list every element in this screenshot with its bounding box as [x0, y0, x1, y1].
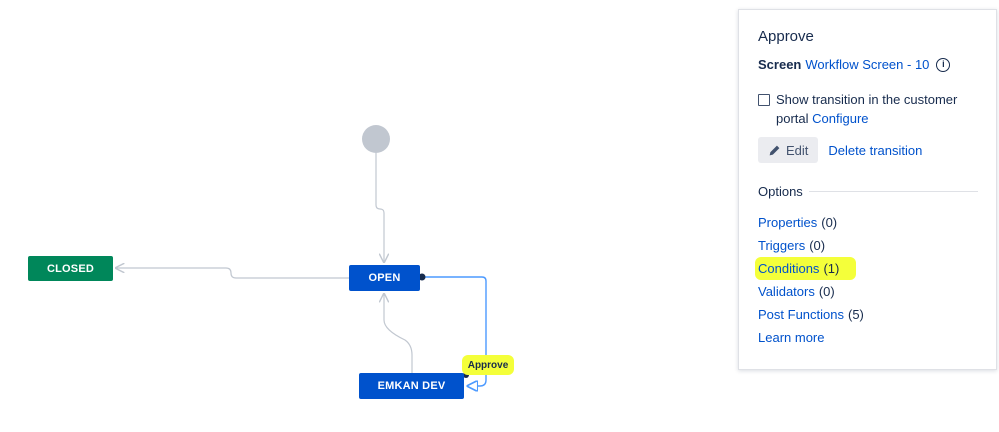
option-triggers: Triggers (0) [758, 234, 978, 257]
option-post-functions: Post Functions (5) [758, 303, 978, 326]
panel-actions: Edit Delete transition [758, 137, 978, 163]
delete-transition-link[interactable]: Delete transition [828, 142, 923, 158]
options-divider [808, 191, 978, 192]
edit-button-label: Edit [786, 142, 809, 158]
options-heading-text: Options [758, 184, 803, 199]
panel-title: Approve [758, 28, 814, 45]
options-list: Properties (0) Triggers (0) Conditions (… [755, 211, 978, 349]
option-link[interactable]: Post Functions [758, 307, 844, 322]
option-count: (0) [821, 215, 838, 230]
start-node[interactable] [362, 125, 390, 153]
screen-row: Screen Workflow Screen - 10 i [758, 57, 978, 72]
learn-more-row: Learn more [758, 326, 978, 349]
pencil-icon [769, 145, 780, 155]
option-count: (5) [848, 307, 864, 322]
screen-label: Screen [758, 57, 802, 72]
transition-properties-panel: Approve Screen Workflow Screen - 10 i Sh… [738, 9, 997, 370]
transition-approve [422, 276, 487, 386]
status-open[interactable]: OPEN [349, 265, 420, 291]
info-icon[interactable]: i [936, 57, 951, 72]
transition-label-approve[interactable]: Approve [462, 355, 514, 375]
transition-source-dot [418, 273, 426, 281]
checkbox-label: Show transition in the customer portal [776, 92, 958, 126]
option-properties: Properties (0) [758, 211, 978, 234]
customer-portal-option: Show transition in the customer portal C… [758, 90, 978, 128]
learn-more-link[interactable]: Learn more [758, 330, 825, 345]
option-link[interactable]: Triggers [758, 238, 806, 253]
option-count: (0) [809, 238, 826, 253]
configure-link[interactable]: Configure [812, 111, 869, 126]
options-heading: Options [758, 184, 978, 199]
option-count: (1) [823, 261, 840, 276]
option-link[interactable]: Properties [758, 215, 818, 230]
option-link[interactable]: Conditions [758, 261, 820, 276]
option-link[interactable]: Validators [758, 284, 815, 299]
transition-start-open [375, 153, 384, 262]
customer-portal-text: Show transition in the customer portal C… [776, 90, 978, 128]
customer-portal-checkbox[interactable] [758, 94, 770, 106]
status-closed[interactable]: CLOSED [28, 256, 113, 281]
option-conditions: Conditions (1) [755, 257, 856, 280]
screen-link[interactable]: Workflow Screen - 10 [805, 57, 930, 72]
option-validators: Validators (0) [758, 280, 978, 303]
transition-emkan-open [384, 294, 413, 373]
status-emkan-dev[interactable]: EMKAN DEV [359, 373, 464, 399]
edit-button[interactable]: Edit [758, 137, 819, 163]
transition-open-closed [116, 268, 349, 279]
option-count: (0) [818, 284, 835, 299]
